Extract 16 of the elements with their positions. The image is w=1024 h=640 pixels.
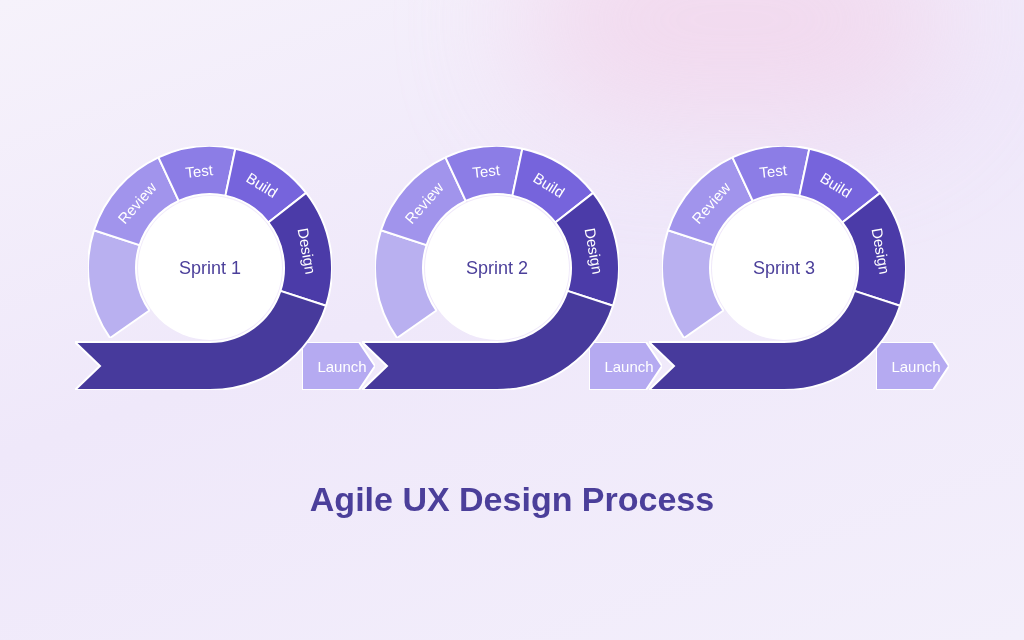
sprint-label: Sprint 2 — [465, 256, 528, 280]
segment-label: Design — [869, 226, 892, 276]
segment-label: Test — [758, 161, 788, 180]
segment-label: Build — [817, 169, 855, 201]
segment-label: Design — [295, 226, 318, 276]
diagram-title: Agile UX Design Process — [308, 479, 716, 520]
segment-label: Launch — [317, 358, 367, 374]
segment-label: Test — [471, 161, 501, 180]
segment-label: Test — [184, 161, 214, 180]
segment-label: Launch — [604, 358, 654, 374]
sprint-label: Sprint 3 — [752, 256, 815, 280]
sprint-label: Sprint 1 — [178, 256, 241, 280]
segment-label: Design — [582, 226, 605, 276]
segment-label: Launch — [891, 358, 941, 374]
segment-label: Build — [530, 169, 568, 201]
segment-label: Build — [243, 169, 281, 201]
